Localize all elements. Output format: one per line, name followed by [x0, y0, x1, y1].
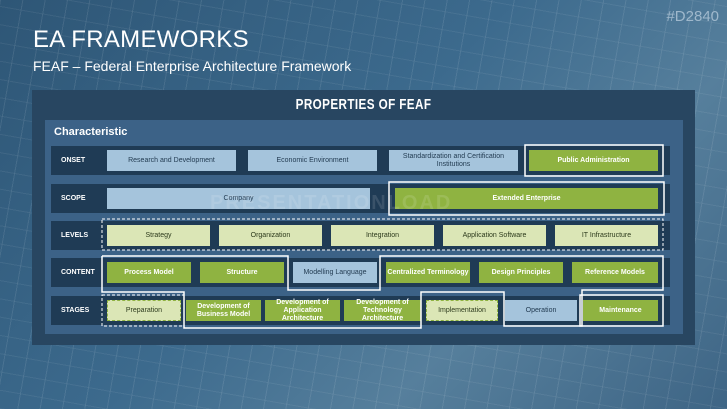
page-title: EA FRAMEWORKS: [33, 26, 249, 53]
cell-operation: Operation: [505, 300, 577, 321]
cell-dev-business-model: Development of Business Model: [186, 300, 261, 321]
row-label-levels: LEVELS: [61, 232, 89, 239]
characteristic-label: Characteristic: [54, 126, 128, 138]
cell-implementation: Implementation: [426, 300, 498, 321]
outline-preparation: [101, 294, 185, 327]
cell-structure: Structure: [200, 262, 284, 283]
cell-organization: Organization: [219, 225, 322, 246]
cell-company: Company: [107, 188, 370, 209]
cell-modelling-language: Modelling Language: [293, 262, 377, 283]
cell-process-model: Process Model: [107, 262, 191, 283]
slide-code: #D2840: [666, 8, 719, 25]
cell-integration: Integration: [331, 225, 434, 246]
cell-reference-models: Reference Models: [572, 262, 658, 283]
watermark: PRESENTATIONLOAD: [210, 192, 453, 214]
cell-it-infrastructure: IT Infrastructure: [555, 225, 658, 246]
row-label-stages: STAGES: [61, 307, 90, 314]
cell-economic-environment: Economic Environment: [248, 150, 377, 171]
row-label-content: CONTENT: [61, 269, 95, 276]
cell-maintenance: Maintenance: [583, 300, 658, 321]
panel-title: PROPERTIES OF FEAF: [295, 96, 432, 113]
outline-content-stages: [101, 255, 664, 329]
outline-onset: [524, 144, 664, 177]
cell-centralized-terminology: Centralized Terminology: [386, 262, 470, 283]
cell-application-software: Application Software: [443, 225, 546, 246]
outline-scope: [388, 181, 665, 216]
cell-public-administration: Public Administration: [529, 150, 658, 171]
cell-extended-enterprise: Extended Enterprise: [395, 188, 658, 209]
cell-research-development: Research and Development: [107, 150, 236, 171]
cell-strategy: Strategy: [107, 225, 210, 246]
cell-dev-technology-architecture: Development of Technology Architecture: [344, 299, 421, 322]
cell-dev-application-architecture: Development of Application Architecture: [265, 299, 340, 322]
row-label-onset: ONSET: [61, 157, 86, 164]
row-label-scope: SCOPE: [61, 195, 86, 202]
cell-standardization: Standardization and Certification Instit…: [389, 150, 518, 171]
page-subtitle: FEAF – Federal Enterprise Architecture F…: [33, 58, 352, 74]
cell-preparation: Preparation: [107, 300, 181, 321]
outline-maintenance: [579, 294, 664, 327]
outline-levels: [101, 218, 664, 251]
cell-design-principles: Design Principles: [479, 262, 563, 283]
